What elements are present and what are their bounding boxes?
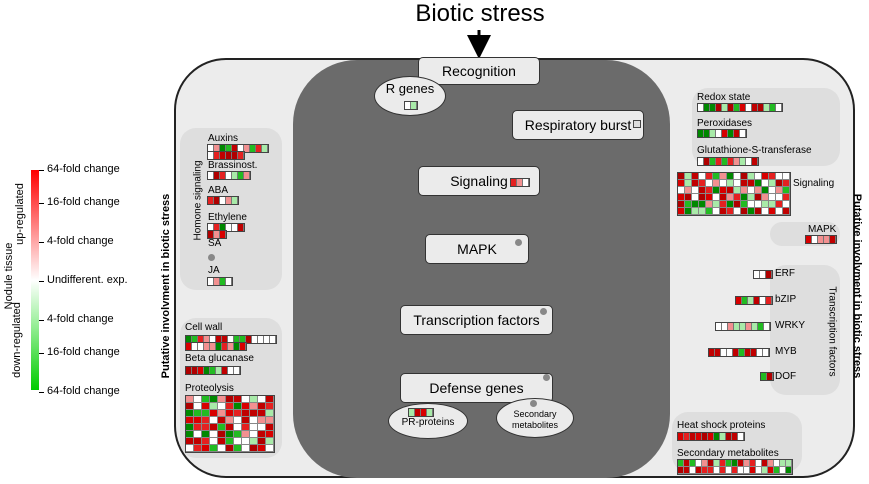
signaling-label: Signaling	[450, 173, 508, 189]
erf-label: ERF	[775, 268, 795, 279]
legend-label: 64-fold change	[47, 163, 120, 175]
legend-tick	[39, 281, 44, 282]
brassinost-heatmap	[207, 171, 251, 180]
r-genes-ellipse: R genes	[374, 76, 446, 116]
aba-label: ABA	[208, 185, 229, 196]
brassinost-label: Brassinost.	[208, 160, 258, 171]
ja-label: JA	[208, 265, 220, 276]
peroxidases-heatmap	[697, 129, 747, 138]
respiratory-burst-indicator	[633, 120, 641, 128]
defense-dot	[543, 374, 550, 381]
left-side-label: Putative involvment in biotic stress	[160, 193, 172, 379]
mapk-box: MAPK	[425, 234, 529, 264]
legend-tick	[39, 242, 44, 243]
peroxidases-label: Peroxidases	[697, 118, 753, 129]
mapk-label: MAPK	[457, 241, 497, 257]
recognition-box: Recognition	[418, 57, 540, 85]
legend-label: 16-fold change	[47, 196, 120, 208]
erf-heatmap	[753, 270, 773, 279]
cell-wall-label: Cell wall	[185, 322, 223, 333]
respiratory-burst-box: Respiratory burst	[512, 110, 644, 140]
legend-label: 64-fold change	[47, 385, 120, 397]
sa-label: SA	[208, 238, 222, 249]
bzip-label: bZIP	[775, 294, 797, 305]
ja-heatmap	[207, 277, 233, 286]
beta-glucanase-label: Beta glucanase	[185, 353, 254, 364]
legend-tick	[39, 320, 44, 321]
sa-dot	[208, 254, 215, 261]
myb-label: MYB	[775, 346, 797, 357]
beta-glucanase-heatmap	[185, 366, 241, 375]
right-signaling-heatmap	[677, 172, 791, 216]
tf-dot	[540, 308, 547, 315]
legend-down-label: down-regulated	[11, 302, 23, 378]
tf-right-panel	[770, 265, 840, 395]
gst-label: Glutathione-S-transferase	[697, 145, 812, 156]
right-secondary-label: Secondary metabolites	[677, 448, 779, 459]
legend-label: 4-fold change	[47, 235, 114, 247]
wrky-heatmap	[715, 322, 771, 331]
r-genes-heatmap	[404, 101, 418, 110]
legend-label: 16-fold change	[47, 346, 120, 358]
legend-tick	[39, 392, 44, 393]
recognition-label: Recognition	[442, 63, 516, 79]
right-secondary-heatmap	[677, 459, 793, 475]
defense-genes-box: Defense genes	[400, 373, 553, 403]
defense-genes-label: Defense genes	[429, 380, 524, 396]
color-scale-bar	[31, 170, 39, 390]
signaling-heatmap	[510, 178, 530, 187]
ethylene-heatmap	[207, 230, 227, 239]
dof-label: DOF	[775, 371, 797, 382]
right-signaling-label: Signaling	[793, 178, 835, 189]
wrky-label: WRKY	[775, 320, 805, 331]
heat-shock-heatmap	[677, 432, 745, 441]
proteolysis-label: Proteolysis	[185, 383, 234, 394]
cell-wall-heatmap	[185, 342, 247, 351]
myb-heatmap	[708, 348, 770, 357]
legend-tick	[39, 353, 44, 354]
ethylene-label: Ethylene	[208, 212, 247, 223]
legend-up-label: up-regulated	[14, 183, 26, 245]
proteolysis-heatmap	[185, 395, 275, 453]
respiratory-burst-label: Respiratory burst	[524, 117, 632, 133]
redox-panel	[692, 88, 840, 166]
diagram-title: Biotic stress	[415, 0, 545, 27]
right-mapk-label: MAPK	[808, 224, 837, 235]
auxins-heatmap	[207, 151, 245, 160]
pr-proteins-heatmap	[408, 408, 434, 417]
legend-tick	[39, 170, 44, 171]
bzip-heatmap	[735, 296, 773, 305]
secondary-metabolites-label: Secondary metabolites	[511, 409, 559, 430]
hormone-panel-title: Homone signaling	[192, 160, 204, 241]
transcription-factors-box: Transcription factors	[400, 305, 553, 335]
redox-heatmap	[697, 103, 783, 112]
heat-shock-label: Heat shock proteins	[677, 420, 766, 431]
dof-heatmap	[760, 372, 774, 381]
aba-heatmap	[207, 196, 239, 205]
legend-label: 4-fold change	[47, 313, 114, 325]
pr-proteins-label: PR-proteins	[401, 417, 455, 428]
auxins-label: Auxins	[208, 133, 239, 144]
secondary-dot	[530, 400, 537, 407]
r-genes-label: R genes	[385, 81, 435, 96]
right-mapk-heatmap	[805, 235, 837, 244]
legend-tick	[39, 203, 44, 204]
mapk-dot	[515, 239, 522, 246]
legend-label: Undifferent. exp.	[47, 274, 128, 286]
gst-heatmap	[697, 157, 759, 166]
tf-title-label: Transcription factors	[826, 286, 838, 377]
transcription-factors-label: Transcription factors	[413, 312, 540, 328]
right-side-label: Putative involvment in biotic stress	[851, 193, 863, 379]
redox-label: Redox state	[697, 92, 751, 103]
